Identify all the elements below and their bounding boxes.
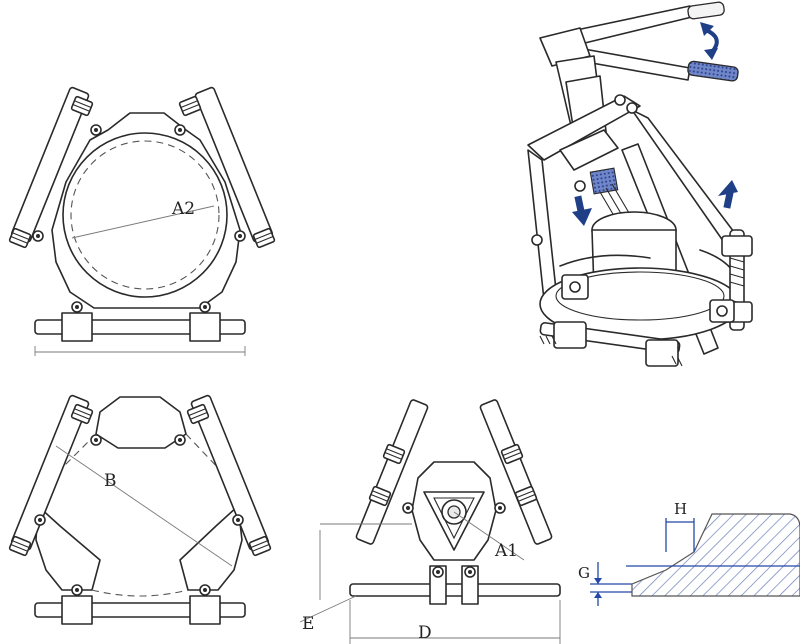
- view-bottom-center: A1 D E: [299, 399, 561, 644]
- label-e: E: [302, 614, 314, 634]
- jaw-arm-right: [174, 86, 276, 249]
- label-a1: A1: [494, 541, 518, 561]
- label-d: D: [418, 623, 432, 643]
- label-a2: A2: [171, 199, 195, 219]
- label-b: B: [104, 471, 117, 491]
- label-h: H: [674, 500, 687, 518]
- arrow-down-icon: [572, 195, 592, 226]
- arrow-up-icon: [718, 180, 738, 209]
- view-3d-puller: [527, 1, 753, 367]
- view-profile-section: H G: [578, 500, 800, 606]
- curved-rotate-arrow-icon: [700, 22, 719, 60]
- jaw-arm-left: [8, 86, 102, 249]
- label-g: G: [578, 564, 590, 582]
- dimension-a2-line: [71, 205, 215, 239]
- bottom-rod: [34, 301, 246, 356]
- view-top-left: A2: [8, 86, 276, 356]
- view-bottom-left: B: [8, 394, 272, 625]
- dimension-b-line: [55, 445, 233, 567]
